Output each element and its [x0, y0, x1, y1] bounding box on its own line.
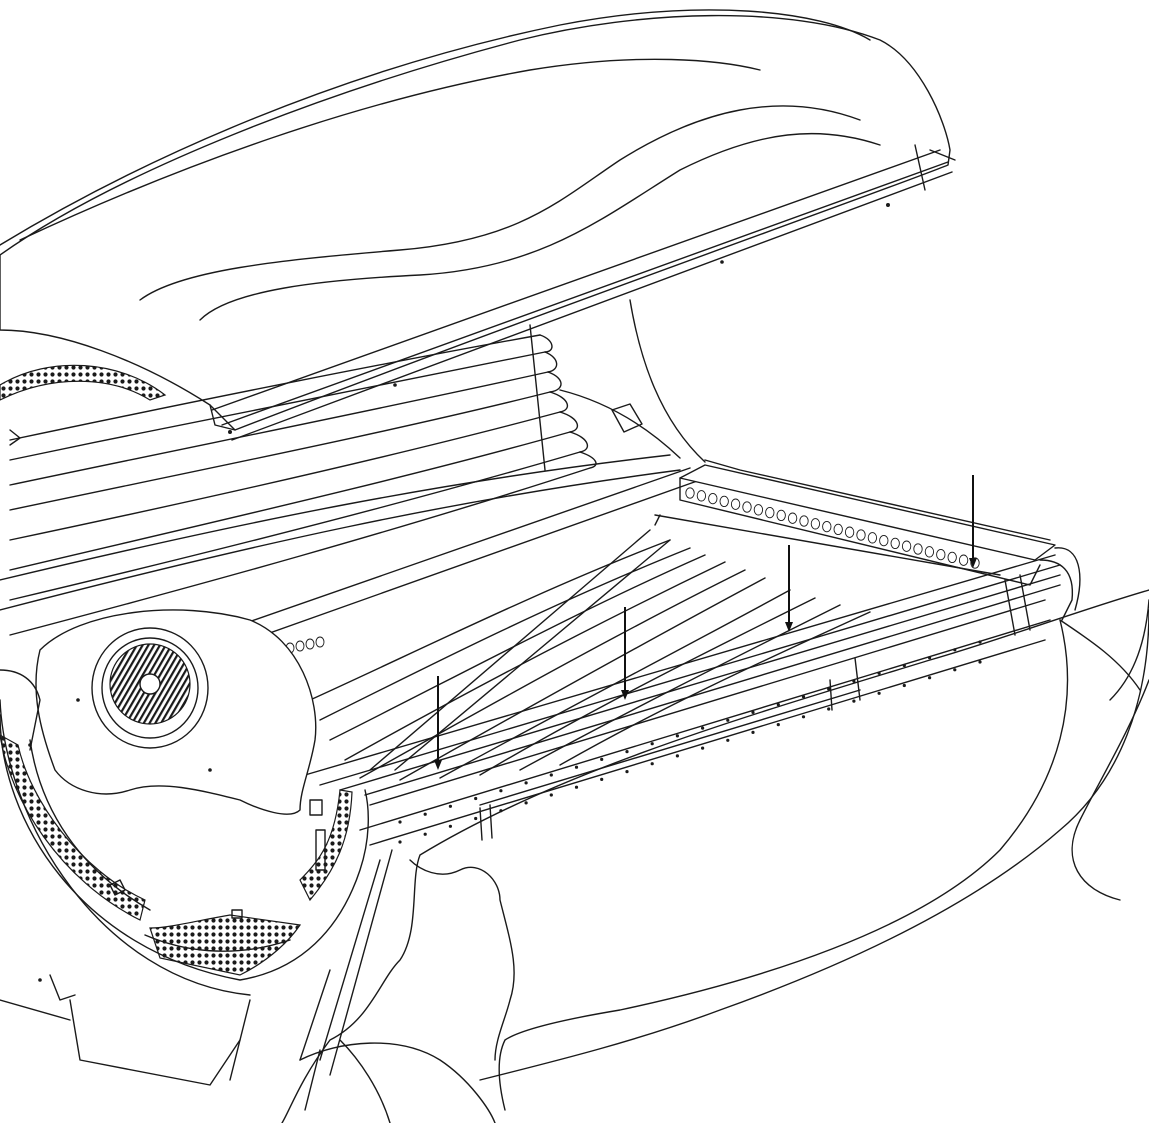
vent-hole: [856, 529, 866, 541]
rivet: [801, 695, 806, 699]
bed-base: [304, 459, 1061, 806]
arrowhead-icon: [621, 690, 629, 700]
rivet: [600, 777, 604, 782]
rivet: [474, 816, 478, 821]
vent-hole: [799, 515, 809, 527]
rivet: [398, 820, 402, 824]
vent-hole: [742, 501, 752, 513]
rivet: [574, 765, 579, 769]
rivet: [877, 691, 881, 695]
side-skirt: [359, 547, 1081, 846]
base-shell: [281, 589, 1149, 1123]
rivet: [650, 742, 654, 746]
rivet: [852, 699, 856, 703]
rivet: [701, 726, 705, 730]
rivet: [827, 707, 831, 711]
rivet: [625, 770, 629, 774]
rivet: [524, 801, 528, 805]
vent-hole: [924, 546, 935, 558]
rivet: [827, 687, 831, 691]
vent-hole: [833, 523, 843, 536]
rivet: [877, 671, 881, 675]
rivet: [625, 750, 629, 754]
canopy: [0, 9, 956, 441]
vent-hole: [947, 551, 957, 564]
arrowhead-icon: [969, 558, 977, 568]
canopy-lamps: [0, 299, 706, 641]
rivet: [474, 796, 478, 801]
rivet: [902, 663, 906, 668]
vent-hole: [753, 504, 764, 516]
rivet: [650, 762, 654, 766]
rivet: [751, 730, 755, 735]
callout-arrows: [434, 475, 977, 770]
rivet: [928, 676, 932, 680]
arrowhead-icon: [785, 622, 793, 632]
callout-arrow-1: [969, 475, 977, 568]
arrowhead-icon: [434, 760, 442, 770]
rivet: [448, 824, 452, 828]
vent-hole: [890, 537, 900, 550]
rivet: [928, 656, 932, 660]
rivet: [675, 734, 680, 738]
vent-hole: [936, 548, 946, 561]
rivet: [423, 812, 427, 816]
rivet: [675, 754, 680, 758]
rivet: [978, 660, 982, 664]
vent-hole: [879, 534, 889, 547]
rivet: [726, 718, 730, 722]
rivet: [701, 746, 705, 750]
vent-hole: [970, 557, 980, 569]
vent-hole: [901, 540, 912, 552]
vent-hole: [685, 487, 695, 499]
vent-hole: [776, 509, 786, 522]
vent-hole: [810, 518, 821, 530]
vent-hole: [867, 532, 878, 544]
vent-hole: [958, 554, 969, 566]
rivet: [549, 793, 553, 797]
rivet: [423, 832, 427, 836]
rivet: [776, 703, 780, 707]
vent-hole: [696, 490, 707, 502]
rivet: [902, 683, 906, 688]
vent-hole: [719, 495, 729, 508]
rivet: [398, 840, 402, 844]
vent-hole: [913, 543, 923, 555]
rail-vent-holes: [685, 487, 980, 569]
vent-hole: [787, 512, 798, 524]
vent-hole: [730, 498, 741, 510]
callout-arrow-4: [434, 676, 442, 770]
rivet: [776, 723, 780, 727]
skirt-rivets: [398, 640, 982, 844]
vent-hole: [708, 492, 718, 505]
callout-arrow-2: [785, 545, 793, 632]
rivet: [726, 738, 730, 742]
rivet: [600, 757, 604, 762]
vent-hole: [765, 506, 775, 519]
rivet: [524, 781, 528, 785]
rivet: [499, 789, 503, 793]
rivet: [852, 679, 856, 683]
rivet: [751, 710, 755, 715]
rivet: [574, 785, 579, 789]
rivet: [549, 773, 553, 777]
vent-hole: [822, 520, 832, 533]
rivet: [978, 640, 982, 644]
rivet: [953, 668, 957, 672]
callout-arrow-3: [621, 607, 629, 700]
rivet: [448, 804, 452, 808]
canopy-left-grille: [0, 364, 167, 401]
rivet: [801, 715, 806, 719]
vent-hole: [844, 526, 855, 538]
rivet: [953, 648, 957, 652]
head-end-housing: [0, 429, 369, 1086]
